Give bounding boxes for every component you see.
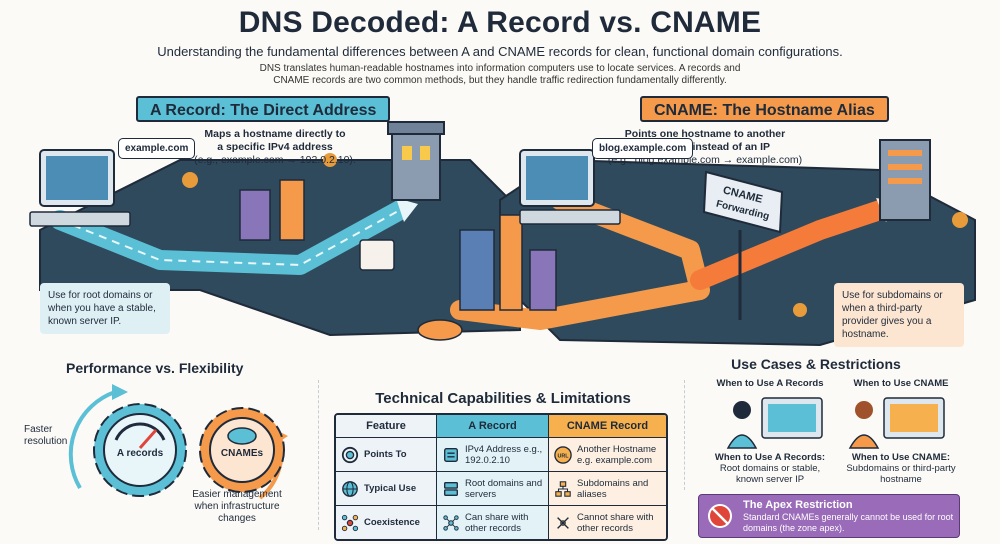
a-record-banner: A Record: The Direct Address [136, 96, 391, 122]
tower-window-2 [420, 146, 430, 160]
building [279, 179, 305, 241]
person-at-computer-icon [848, 397, 945, 449]
apex-title: The Apex Restriction [743, 499, 853, 511]
apex-text: Standard CNAMEs generally cannot be used… [743, 512, 954, 533]
cname-use-note: Use for subdomains or when a third-party… [834, 283, 964, 347]
a-record-road [50, 200, 410, 275]
row-c-value: Cannot share with other records [577, 511, 654, 534]
cloud-icon [417, 319, 463, 341]
server-stack-icon [444, 481, 458, 496]
row-feature: Coexistence [364, 517, 420, 528]
target-icon [341, 446, 359, 463]
row-feature: Points To [364, 449, 407, 460]
table-header-row: Feature A Record CNAME Record [336, 415, 666, 437]
blue-arrow-head-icon [112, 384, 128, 400]
coexistence-icon [341, 514, 359, 531]
url-icon-label: URL [557, 453, 569, 459]
right-keyboard [519, 209, 621, 225]
row-a-value: Can share with other records [465, 511, 529, 534]
hierarchy-icon [555, 480, 571, 497]
left-keyboard [29, 211, 131, 227]
use-a-text: When to Use A Records: Root domains or s… [708, 452, 832, 485]
use-c-text-title: When to Use CNAME: [851, 452, 951, 463]
comparison-table: Feature A Record CNAME Record Points To … [334, 413, 668, 541]
server-icon [444, 447, 458, 462]
use-c-text: When to Use CNAME: Subdomains or third-p… [840, 452, 962, 485]
a-road-arrow-icon [396, 198, 418, 222]
server-light [888, 164, 922, 170]
building [239, 189, 271, 241]
use-cases-illustration [726, 397, 945, 449]
use-a-text-title: When to Use A Records: [714, 452, 826, 463]
cname-sign [702, 170, 784, 234]
person-at-computer-icon [726, 397, 823, 449]
row-a-value: Root domains and servers [465, 477, 543, 500]
apex-restriction-callout: The Apex Restriction Standard CNAMEs gen… [698, 494, 960, 538]
row-feature: Typical Use [364, 483, 417, 494]
tree-icon [952, 212, 968, 228]
easier-management-label: Easier management when infrastructure ch… [192, 489, 282, 524]
a-records-gear-label: A records [116, 448, 164, 459]
table-row: Typical Use Root domains and servers Sub… [336, 471, 666, 505]
a-records-gear-icon [93, 403, 187, 497]
building [459, 229, 495, 311]
use-a-heading: When to Use A Records [716, 378, 824, 389]
left-screen [46, 156, 108, 200]
globe-icon [342, 480, 358, 497]
row-c-value: Subdomains and aliases [577, 477, 649, 500]
cname-hostname-bubble: blog.example.com [592, 138, 694, 159]
cnames-gear-icon [199, 407, 285, 493]
row-a-value: IPv4 Address e.g., 192.0.2.10 [465, 443, 543, 466]
a-record-use-note: Use for root domains or when you have a … [40, 283, 170, 334]
a-desc-line-3: (e.g., example.com → 192.0.2.10). [194, 154, 356, 166]
use-c-text-body: Subdomains or third-party hostname [846, 463, 956, 485]
tree-icon [182, 172, 198, 188]
tree-icon [793, 303, 807, 317]
table-row: Points To IPv4 Address e.g., 192.0.2.10 … [336, 437, 666, 471]
section-divider [684, 380, 685, 490]
no-entry-icon [708, 504, 732, 528]
server-light [888, 178, 922, 184]
a-desc-line-2: a specific IPv4 address [217, 141, 333, 153]
page-title: DNS Decoded: A Record vs. CNAME [238, 6, 762, 39]
blue-cycle-arrow [68, 390, 116, 490]
a-record-description: Maps a hostname directly to a specific I… [190, 128, 360, 167]
section-divider [318, 380, 319, 530]
tower-battlement [387, 121, 445, 135]
building [499, 214, 523, 311]
tower-window [402, 146, 412, 160]
cname-road [450, 190, 710, 330]
intro-text: DNS translates human-readable hostnames … [259, 63, 741, 86]
cname-banner: CNAME: The Hostname Alias [640, 96, 889, 122]
performance-title: Performance vs. Flexibility [66, 360, 244, 376]
server-light [888, 150, 922, 156]
use-a-text-body: Root domains or stable, known server IP [719, 463, 821, 485]
a-desc-line-1: Maps a hostname directly to [204, 128, 346, 140]
use-cases-title: Use Cases & Restrictions [731, 356, 901, 372]
a-record-hostname-bubble: example.com [118, 138, 196, 159]
page-subtitle: Understanding the fundamental difference… [157, 44, 843, 59]
header-feature: Feature [336, 415, 436, 437]
tree-icon [323, 153, 337, 167]
share-icon [443, 514, 459, 531]
billboard [359, 239, 395, 271]
use-c-heading: When to Use CNAME [853, 378, 949, 389]
url-icon: URL [554, 445, 572, 464]
technical-title: Technical Capabilities & Limitations [375, 390, 631, 407]
table-row: Coexistence Can share with other records… [336, 505, 666, 539]
header-cname: CNAME Record [548, 415, 666, 437]
no-share-icon [557, 516, 569, 529]
cnames-gear-label: CNAMEs [220, 448, 264, 459]
a-record-server-tower [391, 129, 441, 201]
right-screen [526, 156, 588, 200]
building [529, 249, 557, 311]
gears-illustration [68, 384, 288, 500]
faster-resolution-label: Faster resolution [24, 424, 68, 447]
row-c-value: Another Hostname e.g. example.com [577, 443, 657, 466]
c-desc-line-1: Points one hostname to another [624, 128, 786, 140]
header-a-record: A Record [436, 415, 548, 437]
